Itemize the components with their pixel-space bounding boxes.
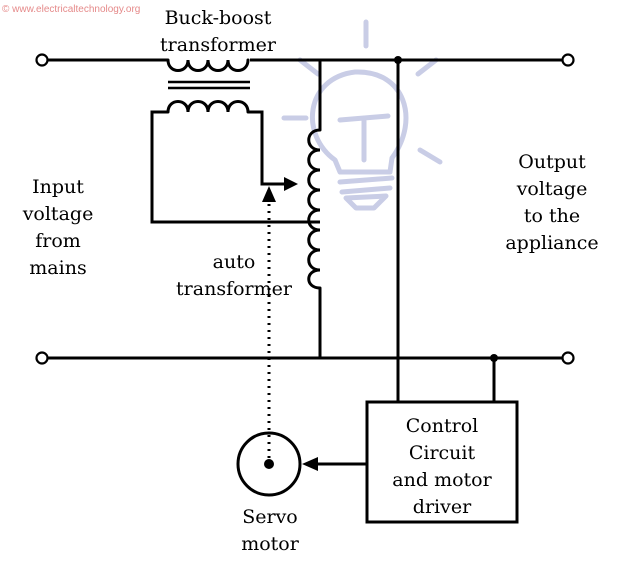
output-terminal-bottom [561, 351, 575, 365]
control-label-3: and motor [392, 469, 492, 491]
output-terminal-top [561, 53, 575, 67]
output-label-1: Output [518, 151, 586, 173]
bottom-supply-line [35, 351, 575, 365]
buck-boost-label-2: transformer [160, 34, 277, 56]
auto-label-1: auto [213, 251, 256, 273]
buck-boost-transformer-symbol [166, 58, 250, 114]
output-label-4: appliance [505, 232, 598, 254]
input-label-2: voltage [22, 203, 94, 225]
input-terminal-top [35, 53, 49, 67]
servo-label-2: motor [241, 533, 300, 555]
control-circuit-box [365, 400, 519, 524]
tap-wire [248, 110, 286, 186]
bulb-watermark-icon [281, 19, 443, 211]
tap-arrow [284, 177, 298, 191]
auto-label-2: transformer [176, 278, 293, 300]
input-label-1: Input [32, 176, 84, 198]
watermark-text: © www.electricaltechnology.org [2, 4, 140, 15]
top-supply-line [35, 53, 575, 67]
output-label-3: to the [524, 205, 580, 227]
input-terminal-bottom [35, 351, 49, 365]
control-label-2: Circuit [409, 442, 476, 464]
control-label-1: Control [406, 415, 478, 437]
buck-boost-label-1: Buck-boost [165, 7, 272, 29]
input-label-4: mains [29, 257, 86, 279]
input-label-3: from [35, 230, 81, 252]
auto-transformer-symbol [307, 60, 322, 358]
output-label-2: voltage [516, 178, 588, 200]
control-label-4: driver [413, 496, 472, 518]
servo-label-1: Servo [242, 506, 298, 528]
